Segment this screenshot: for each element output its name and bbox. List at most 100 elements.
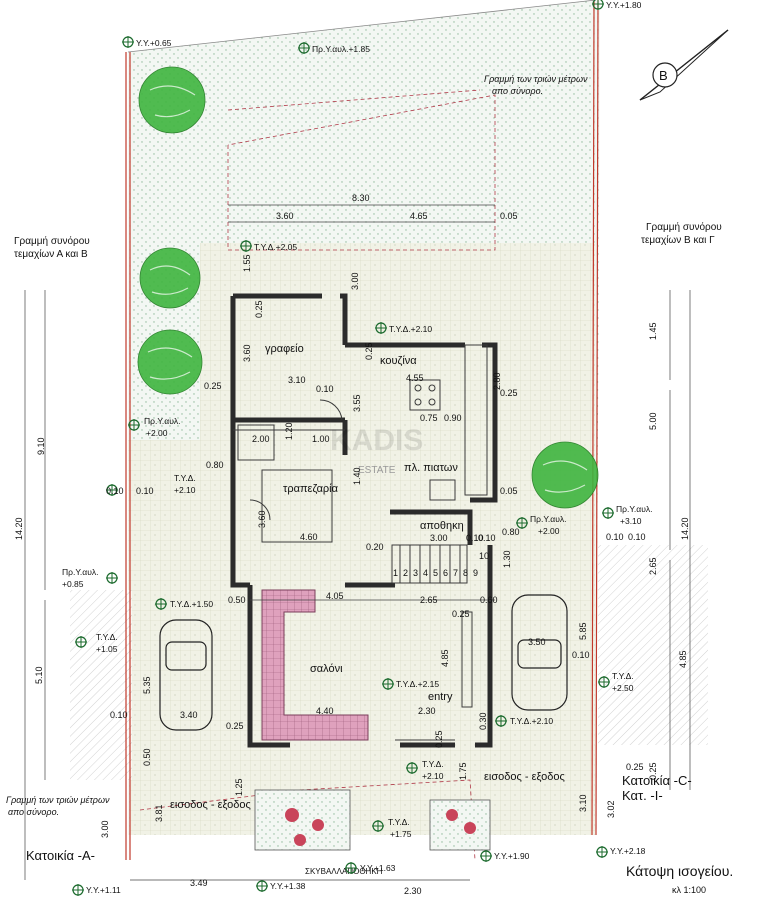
dimension-values: 8.30 3.60 4.65 0.05 1.55 3.00 0.25 3.60 … — [14, 193, 690, 896]
car-icon — [159, 594, 568, 731]
svg-text:Τ.Υ.Δ.+2.15: Τ.Υ.Δ.+2.15 — [396, 679, 439, 689]
svg-text:0.25: 0.25 — [500, 388, 518, 398]
svg-text:1.20: 1.20 — [284, 422, 294, 440]
svg-text:0.25: 0.25 — [648, 762, 658, 780]
svg-text:4.85: 4.85 — [440, 649, 450, 667]
svg-text:4.65: 4.65 — [410, 211, 428, 221]
svg-text:+3.10: +3.10 — [620, 516, 642, 526]
paved-court-upper — [200, 243, 595, 588]
svg-text:4.05: 4.05 — [326, 591, 344, 601]
setback-bottom-line1: Γραμμή των τριών μέτρων — [6, 795, 110, 805]
svg-text:Τ.Υ.Δ.: Τ.Υ.Δ. — [388, 817, 410, 827]
svg-text:Πρ.Υ.αυλ.: Πρ.Υ.αυλ. — [62, 567, 98, 577]
svg-text:+2.50: +2.50 — [612, 683, 634, 693]
svg-text:Τ.Υ.Δ.+2.10: Τ.Υ.Δ.+2.10 — [389, 324, 432, 334]
svg-text:3.10: 3.10 — [288, 375, 306, 385]
svg-text:Τ.Υ.Δ.: Τ.Υ.Δ. — [174, 473, 196, 483]
svg-text:14.20: 14.20 — [14, 517, 24, 540]
setback-bottom-line2: απο σύνορο. — [8, 807, 59, 817]
room-kitchen: κουζίνα — [380, 355, 417, 367]
svg-text:+2.00: +2.00 — [538, 526, 560, 536]
stair-steps: 1 2 3 4 5 6 7 8 9 10 — [393, 551, 489, 578]
room-dining: τραπεζαρία — [283, 483, 339, 495]
svg-text:0.10: 0.10 — [136, 486, 154, 496]
svg-text:Υ.Υ.+1.38: Υ.Υ.+1.38 — [270, 881, 306, 891]
svg-text:14.20: 14.20 — [680, 517, 690, 540]
svg-text:3.50: 3.50 — [528, 637, 546, 647]
svg-text:1.45: 1.45 — [648, 322, 658, 340]
flower-bed-icon — [254, 789, 491, 851]
house-walls — [230, 293, 498, 748]
svg-text:7: 7 — [453, 568, 458, 578]
room-entry: entry — [428, 691, 453, 703]
svg-text:Υ.Υ.+1.63: Υ.Υ.+1.63 — [360, 863, 396, 873]
svg-text:0.25: 0.25 — [626, 762, 644, 772]
svg-text:Τ.Υ.Δ.+2.10: Τ.Υ.Δ.+2.10 — [510, 716, 553, 726]
svg-text:5.35: 5.35 — [142, 676, 152, 694]
svg-text:Τ.Υ.Δ.+2.05: Τ.Υ.Δ.+2.05 — [254, 242, 297, 252]
svg-text:+1.05: +1.05 — [96, 644, 118, 654]
house-interior-lines — [233, 344, 488, 741]
svg-text:5.10: 5.10 — [34, 666, 44, 684]
svg-text:+0.85: +0.85 — [62, 579, 84, 589]
svg-text:4: 4 — [423, 568, 428, 578]
svg-text:1.25: 1.25 — [234, 778, 244, 796]
svg-text:3.02: 3.02 — [606, 800, 616, 818]
svg-text:0.05: 0.05 — [500, 211, 518, 221]
svg-text:+2.00: +2.00 — [146, 428, 168, 438]
svg-text:Υ.Υ.+2.18: Υ.Υ.+2.18 — [610, 846, 646, 856]
svg-text:10: 10 — [479, 551, 489, 561]
svg-text:4.60: 4.60 — [300, 532, 318, 542]
svg-text:3.49: 3.49 — [190, 878, 208, 888]
svg-text:1.40: 1.40 — [352, 467, 362, 485]
svg-text:Υ.Υ.+1.90: Υ.Υ.+1.90 — [494, 851, 530, 861]
svg-text:0.10: 0.10 — [466, 533, 484, 543]
dimension-lines — [24, 204, 691, 881]
svg-text:2.65: 2.65 — [420, 595, 438, 605]
svg-text:0.25: 0.25 — [364, 342, 374, 360]
svg-text:Πρ.Υ.αυλ.: Πρ.Υ.αυλ. — [144, 416, 180, 426]
svg-text:2.00: 2.00 — [252, 434, 270, 444]
svg-text:0.10: 0.10 — [628, 532, 646, 542]
svg-text:0.80: 0.80 — [502, 527, 520, 537]
level-labels: Υ.Υ.+0.65 Πρ.Υ.αυλ.+1.85 Υ.Υ.+1.80 Τ.Υ.Δ… — [62, 0, 652, 895]
svg-text:3.10: 3.10 — [578, 794, 588, 812]
boundary-bc-line2: τεμαχίων Β και Γ — [641, 234, 715, 246]
svg-text:1.30: 1.30 — [502, 550, 512, 568]
svg-text:Πρ.Υ.αυλ.: Πρ.Υ.αυλ. — [530, 514, 566, 524]
svg-text:0.50: 0.50 — [228, 595, 246, 605]
svg-text:0.25: 0.25 — [434, 730, 444, 748]
svg-text:0.10: 0.10 — [316, 384, 334, 394]
north-arrow-icon: Β — [639, 29, 729, 101]
paved-court-lower — [130, 585, 595, 835]
svg-text:2.65: 2.65 — [648, 557, 658, 575]
svg-text:0.10: 0.10 — [478, 533, 496, 543]
svg-text:0.20: 0.20 — [366, 542, 384, 552]
svg-text:9.10: 9.10 — [36, 437, 46, 455]
svg-text:3.00: 3.00 — [100, 820, 110, 838]
svg-text:1.55: 1.55 — [242, 254, 252, 272]
tree-detail — [147, 85, 588, 493]
room-living: σαλόνι — [310, 663, 343, 675]
svg-text:4.55: 4.55 — [406, 373, 424, 383]
svg-text:1.00: 1.00 — [312, 434, 330, 444]
setback-top-line1: Γραμμή των τριών μέτρων — [484, 74, 588, 84]
svg-text:4.85: 4.85 — [678, 650, 688, 668]
boundary-ab-line1: Γραμμή συνόρου — [14, 235, 90, 247]
svg-text:0.10: 0.10 — [110, 710, 128, 720]
svg-text:Υ.Υ.+0.65: Υ.Υ.+0.65 — [136, 38, 172, 48]
watermark-sub: ESTATE — [358, 465, 396, 476]
neighbour-plot-left — [70, 590, 132, 780]
svg-text:Πρ.Υ.αυλ.+1.85: Πρ.Υ.αυλ.+1.85 — [312, 44, 370, 54]
svg-text:0.10: 0.10 — [572, 650, 590, 660]
boundary-ab-line2: τεμαχίων Α και Β — [14, 248, 88, 260]
svg-text:0.60: 0.60 — [480, 595, 498, 605]
svg-text:0.25: 0.25 — [226, 721, 244, 731]
setback-top-line2: απο σύνορο. — [492, 86, 543, 96]
boundary-lines — [125, 0, 599, 860]
svg-text:0.10: 0.10 — [106, 486, 124, 496]
svg-text:0.10: 0.10 — [606, 532, 624, 542]
svg-text:+2.10: +2.10 — [422, 771, 444, 781]
svg-text:2.30: 2.30 — [418, 706, 436, 716]
svg-text:3.40: 3.40 — [180, 710, 198, 720]
